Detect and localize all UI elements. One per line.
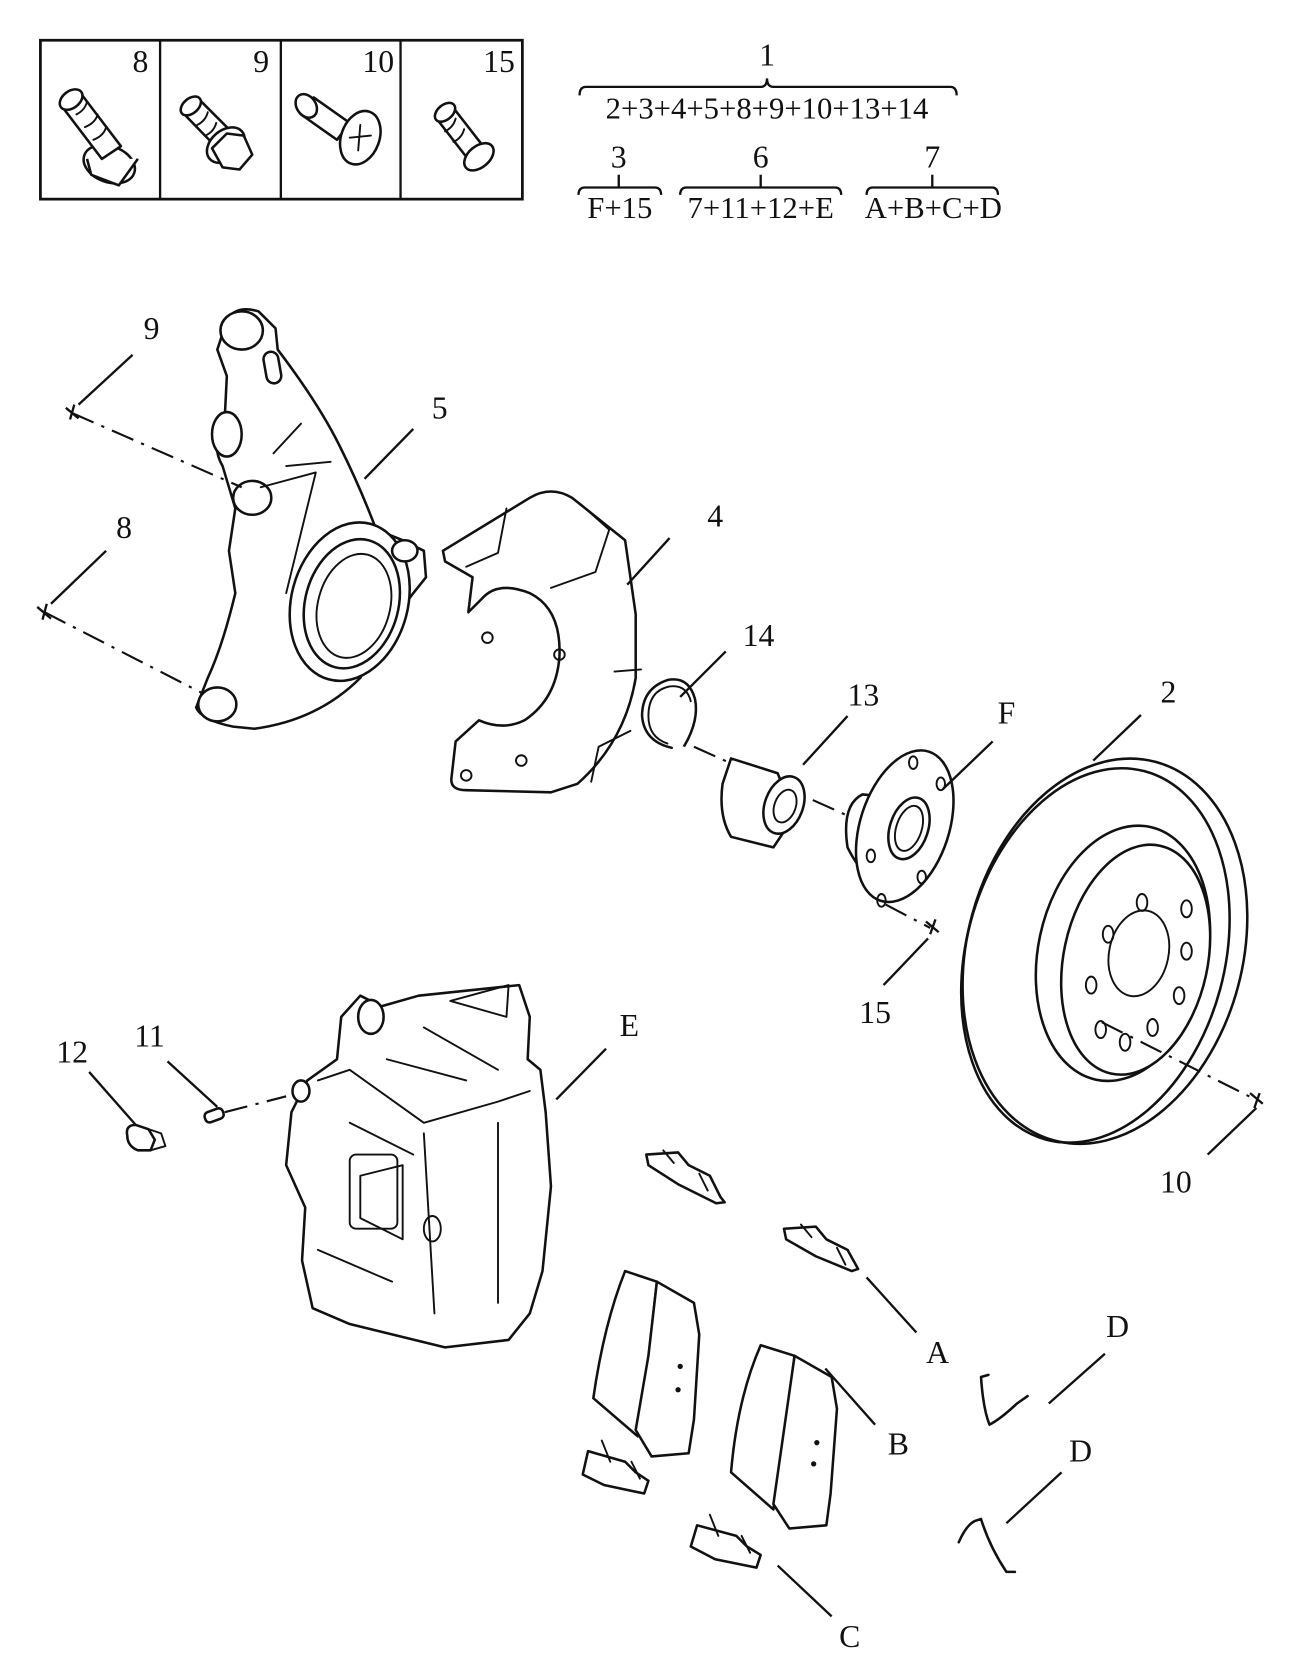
hex-washer-bolt-icon xyxy=(179,95,254,171)
assembly-axis-8 xyxy=(36,549,205,695)
callout-A: A xyxy=(926,1335,949,1370)
callout-B: B xyxy=(888,1426,909,1461)
leader-lines xyxy=(88,428,1142,1618)
brake-caliper xyxy=(284,983,553,1349)
callout-D-1: D xyxy=(1106,1309,1129,1344)
legend-label-10: 10 xyxy=(362,44,394,79)
wheel-stud-icon xyxy=(433,101,495,172)
brake-disc xyxy=(959,757,1249,1146)
formula-components-7: A+B+C+D xyxy=(865,191,1002,225)
callout-9: 9 xyxy=(144,311,160,346)
formula-parent-6: 6 xyxy=(753,139,769,174)
formula-components-6: 7+11+12+E xyxy=(688,191,834,225)
bleeder-screw xyxy=(203,1095,287,1124)
callout-2: 2 xyxy=(1161,674,1177,709)
assembly-axis-9 xyxy=(65,353,243,489)
callout-5: 5 xyxy=(432,390,448,425)
legend-label-9: 9 xyxy=(253,44,269,79)
formula-parent-1: 1 xyxy=(759,38,775,73)
callout-12: 12 xyxy=(56,1034,88,1069)
anti-rattle-spring-2 xyxy=(957,1517,1017,1574)
formula-parent-7: 7 xyxy=(924,139,940,174)
formula-parent-3: 3 xyxy=(611,139,627,174)
formula-brace-6 xyxy=(679,174,843,195)
formula-components-3: F+15 xyxy=(587,191,652,225)
anti-rattle-spring-1 xyxy=(979,1373,1029,1426)
callout-15: 15 xyxy=(859,995,891,1030)
formula-brace-7 xyxy=(865,174,1000,195)
bleeder-cap xyxy=(125,1123,167,1152)
callout-labels: 9 5 8 4 14 13 F 2 15 E 11 12 10 A B C D … xyxy=(56,311,1191,1654)
callout-11: 11 xyxy=(134,1019,165,1054)
snap-ring xyxy=(640,678,698,750)
assembly-axis-hub xyxy=(693,745,848,817)
dust-shield xyxy=(441,490,642,794)
callout-10: 10 xyxy=(1160,1165,1192,1200)
formula-brace-1 xyxy=(578,78,958,96)
formula-brace-3 xyxy=(577,174,663,195)
formula-components-1: 2+3+4+5+8+9+10+13+14 xyxy=(606,92,929,126)
callout-13: 13 xyxy=(848,677,880,712)
callout-14: 14 xyxy=(743,618,775,653)
pad-support-plate-lower xyxy=(581,1439,762,1569)
flanged-bolt-icon xyxy=(58,88,139,187)
callout-E: E xyxy=(620,1008,639,1043)
legend-label-15: 15 xyxy=(483,44,515,79)
assembly-formulas: 1 2+3+4+5+8+9+10+13+14 3 F+15 6 7+11+12+… xyxy=(577,38,1002,225)
wheel-bearing xyxy=(720,757,806,849)
assembly-axis-10 xyxy=(1101,1021,1264,1156)
callout-8: 8 xyxy=(116,510,132,545)
steering-knuckle xyxy=(194,308,428,731)
callout-4: 4 xyxy=(707,498,723,533)
assembly-axis-15 xyxy=(882,903,940,986)
callout-D-2: D xyxy=(1069,1434,1092,1469)
fastener-legend: 8 9 10 15 xyxy=(39,38,524,201)
callout-F: F xyxy=(998,695,1016,730)
disc-bolt-holes xyxy=(1084,893,1193,1052)
phillips-countersunk-screw-icon xyxy=(294,92,382,166)
pad-support-plate-upper xyxy=(645,1149,860,1273)
wheel-hub xyxy=(844,749,955,908)
callout-C: C xyxy=(839,1619,860,1654)
brake-pad-set xyxy=(592,1269,839,1530)
legend-label-8: 8 xyxy=(133,44,149,79)
